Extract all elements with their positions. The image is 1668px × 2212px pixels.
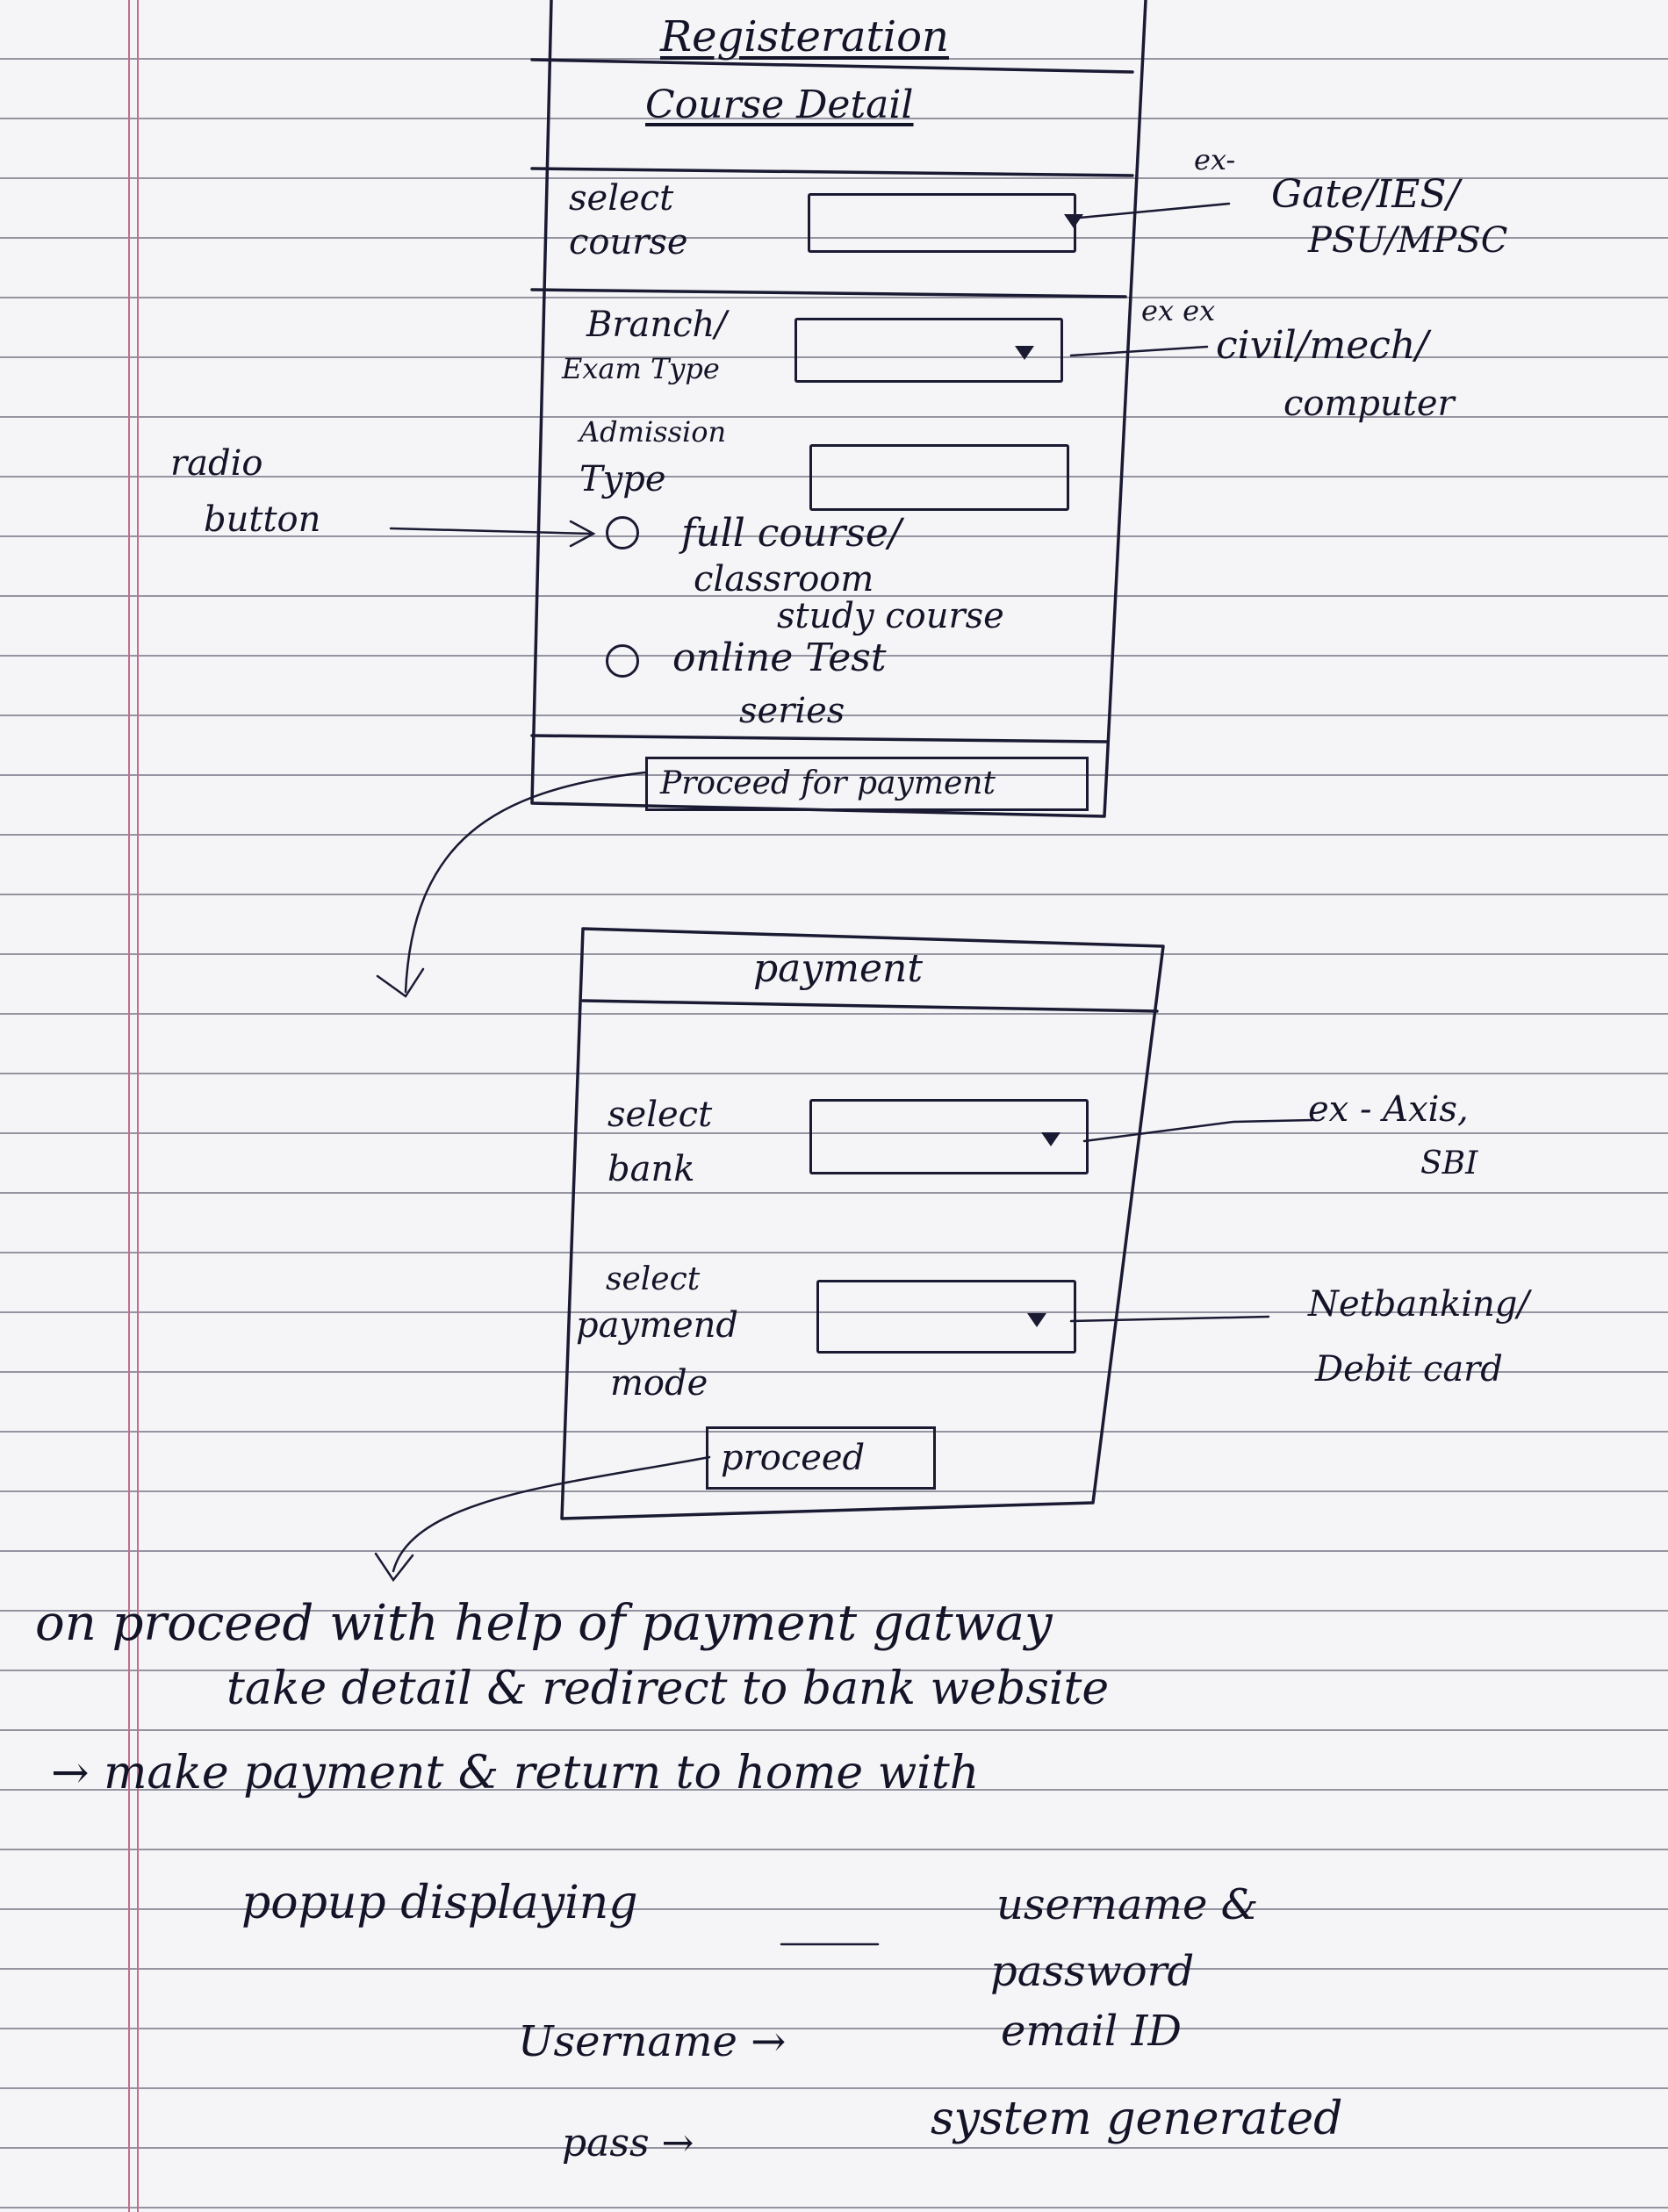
radio-full-course-label-2: classroom: [694, 559, 874, 600]
flow-arrowhead-to-payment: [376, 967, 425, 998]
note-line-7b: system generated: [931, 2093, 1343, 2145]
note-line-7a: pass →: [562, 2121, 694, 2165]
registration-section-divider: [530, 167, 1134, 177]
branch-example-prefix: ex ex: [1141, 294, 1216, 327]
radio-annotation-2: button: [204, 499, 321, 540]
note-line-6a: Username →: [518, 2017, 787, 2066]
radio-online-test-label-1: online Test: [672, 636, 887, 680]
proceed-for-payment-label: Proceed for payment: [660, 765, 996, 801]
note-line-4a: popup displaying: [241, 1877, 638, 1929]
payment-mode-dropdown[interactable]: [816, 1280, 1076, 1354]
payment-mode-label-2: paymend: [576, 1305, 739, 1346]
radio-pointer-head: [569, 520, 596, 548]
branch-example-connector: [1069, 345, 1209, 357]
flow-arrowhead-to-notes: [374, 1552, 414, 1583]
flow-arrow-to-payment: [404, 771, 647, 994]
proceed-label: proceed: [721, 1438, 866, 1478]
mode-example-1: Netbanking/: [1308, 1284, 1529, 1325]
radio-full-course[interactable]: [606, 516, 639, 549]
bank-example-2: SBI: [1420, 1146, 1478, 1181]
admission-type-field[interactable]: [809, 444, 1069, 511]
admission-type-label-2: Type: [579, 459, 666, 499]
registration-title-divider: [530, 58, 1134, 74]
bank-example-connector: [1082, 1118, 1314, 1143]
select-bank-label-1: select: [608, 1095, 713, 1135]
select-bank-dropdown[interactable]: [809, 1099, 1089, 1174]
mode-example-connector: [1069, 1315, 1270, 1323]
note-line-1: on proceed with help of payment gatway: [35, 1595, 1053, 1652]
branch-example-2: computer: [1283, 384, 1455, 424]
flow-arrow-to-notes: [392, 1455, 711, 1573]
select-bank-label-2: bank: [608, 1149, 695, 1189]
bank-example-1: ex - Axis,: [1308, 1089, 1469, 1130]
note-line-4b: username &: [996, 1880, 1259, 1929]
select-course-label-1: select: [569, 178, 674, 219]
branch-dropdown[interactable]: [794, 318, 1063, 383]
note-line-6b: email ID: [1001, 2007, 1182, 2056]
admission-type-label-1: Admission: [579, 415, 727, 449]
radio-online-test[interactable]: [606, 644, 639, 678]
select-course-label-2: course: [569, 222, 688, 262]
course-row-divider: [530, 288, 1127, 298]
margin-line-2: [137, 0, 139, 2212]
chevron-down-icon: [1064, 214, 1083, 228]
radio-full-course-label-3: study course: [777, 596, 1004, 636]
chevron-down-icon: [1041, 1132, 1060, 1146]
margin-line: [128, 0, 130, 2212]
course-detail-subtitle: Course Detail: [645, 83, 914, 127]
chevron-down-icon: [1015, 346, 1034, 360]
branch-example-1: civil/mech/: [1216, 323, 1429, 368]
note-line-2: take detail & redirect to bank website: [226, 1663, 1110, 1715]
radio-pointer-line: [389, 527, 592, 535]
course-example-prefix: ex-: [1194, 143, 1236, 176]
radio-online-test-label-2: series: [739, 691, 845, 731]
mode-example-2: Debit card: [1315, 1349, 1503, 1390]
proceed-for-payment-button[interactable]: Proceed for payment: [645, 757, 1089, 811]
proceed-row-divider: [530, 734, 1108, 743]
payment-frame: [560, 927, 1165, 1520]
note-line-3: → make payment & return to home with: [51, 1747, 980, 1799]
note-line-5: password: [990, 1947, 1195, 1996]
payment-title-divider: [581, 999, 1159, 1013]
branch-label-1: Branch/: [586, 305, 727, 345]
course-example-2: PSU/MPSC: [1308, 220, 1508, 261]
branch-label-2: Exam Type: [562, 352, 720, 385]
select-course-dropdown[interactable]: [808, 193, 1076, 253]
course-example-connector: [1078, 202, 1231, 219]
payment-mode-label-1: select: [606, 1261, 701, 1297]
chevron-down-icon: [1027, 1313, 1046, 1327]
course-example-1: Gate/IES/: [1271, 172, 1460, 217]
radio-annotation-1: radio: [170, 443, 263, 484]
payment-title: payment: [753, 946, 924, 991]
payment-mode-label-3: mode: [610, 1363, 708, 1404]
proceed-button[interactable]: proceed: [706, 1426, 936, 1490]
radio-full-course-label-1: full course/: [681, 511, 902, 556]
registration-title: Registeration: [660, 12, 949, 61]
